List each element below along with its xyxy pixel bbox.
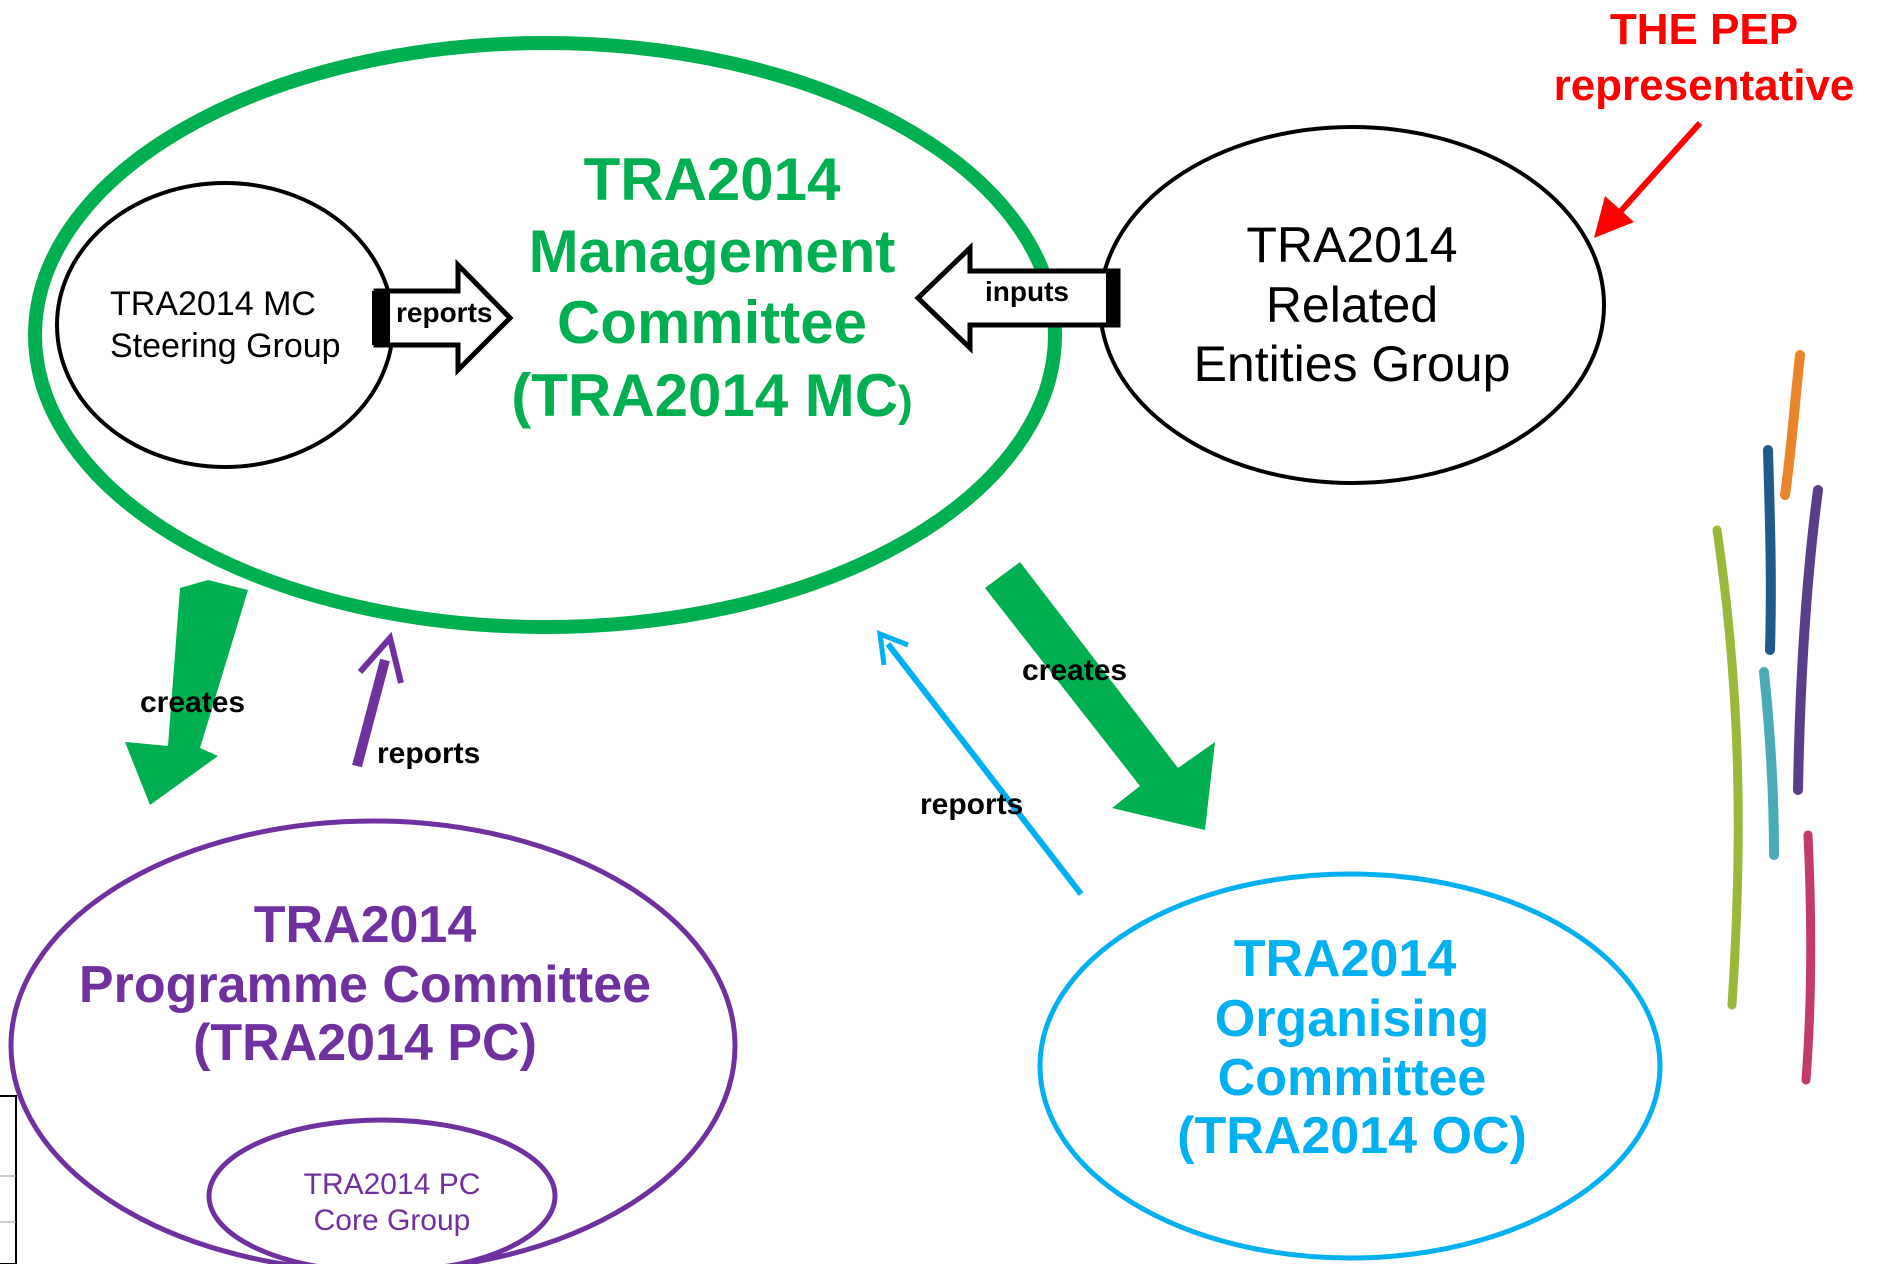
related-inputs-arrow: inputs xyxy=(914,242,1121,354)
oc-reports-label: reports xyxy=(920,788,1023,821)
pc-line1: TRA2014 xyxy=(254,896,477,954)
related-line1: TRA2014 xyxy=(1246,217,1457,273)
oc-line1: TRA2014 xyxy=(1234,930,1457,988)
mc-line1: TRA2014 xyxy=(584,146,841,213)
steering-ellipse xyxy=(55,181,395,469)
steering-line1: TRA2014 MC xyxy=(110,285,316,323)
creates-pc-arrow: creates xyxy=(125,580,248,805)
pep-line2: representative xyxy=(1554,61,1855,110)
mc-line2: Management xyxy=(529,218,896,285)
pc-reports-label: reports xyxy=(377,737,480,770)
pc-reports-arrow: reports xyxy=(352,631,480,770)
related-line2: Related xyxy=(1266,277,1438,333)
pc-line2: Programme Committee xyxy=(79,956,651,1014)
mc-line4-main: (TRA2014 MC xyxy=(511,362,898,429)
oc-line4: (TRA2014 OC) xyxy=(1177,1107,1527,1165)
pc-line3: (TRA2014 PC) xyxy=(193,1014,537,1072)
oc-line2: Organising xyxy=(1215,990,1489,1048)
steering-reports-label: reports xyxy=(396,297,492,328)
pep-line1: THE PEP xyxy=(1610,5,1798,54)
steering-reports-arrow: reports xyxy=(372,258,514,377)
pc-core-line2: Core Group xyxy=(314,1204,471,1237)
mc-line3: Committee xyxy=(557,289,867,356)
pep-arrow xyxy=(1594,120,1703,238)
colored-strokes-logo-icon xyxy=(1712,350,1823,1085)
related-line3: Entities Group xyxy=(1194,336,1511,392)
mc-line4-paren: ) xyxy=(898,377,913,426)
creates-oc-label: creates xyxy=(1022,654,1127,687)
creates-oc-arrow: creates xyxy=(985,562,1215,830)
oc-reports-arrow: reports xyxy=(876,630,1084,896)
mc-line4: (TRA2014 MC) xyxy=(511,362,912,429)
pc-ellipse xyxy=(8,818,738,1264)
mc-ellipse xyxy=(28,36,1062,634)
steering-line2: Steering Group xyxy=(110,327,341,365)
pc-core-line1: TRA2014 PC xyxy=(304,1168,481,1201)
related-inputs-label: inputs xyxy=(985,276,1069,307)
left-edge-box xyxy=(0,1095,17,1264)
pc-core-ellipse xyxy=(206,1117,558,1264)
oc-ellipse xyxy=(1037,871,1663,1261)
oc-line3: Committee xyxy=(1218,1049,1487,1107)
creates-pc-label: creates xyxy=(140,686,245,719)
